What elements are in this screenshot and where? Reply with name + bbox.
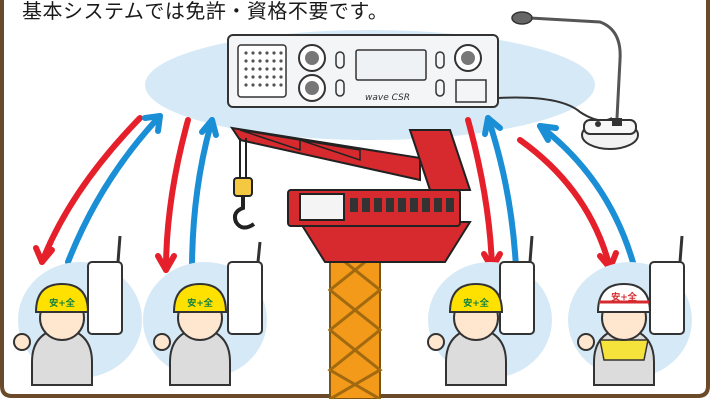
downlink-arrow: [517, 137, 613, 271]
desk-microphone: [511, 11, 639, 150]
handheld-radio: [499, 261, 535, 335]
helmet-label: 安+全: [463, 297, 490, 309]
downlink-arrow: [465, 117, 495, 271]
helmet-label: 安+全: [187, 297, 214, 309]
worker-3: 安+全: [427, 235, 552, 386]
brand-logo: wave CSR: [365, 93, 410, 103]
worker-2: 安+全: [143, 241, 267, 386]
worker-1: 安+全: [13, 235, 142, 386]
helmet-label: 安+全: [49, 297, 76, 309]
crane: [229, 126, 472, 399]
helmet-label: 安+全: [611, 291, 638, 303]
radio-base-unit: wave CSR: [227, 34, 499, 108]
caption-text: 基本システムでは免許・資格不要です。: [22, 0, 389, 23]
handheld-radio: [87, 261, 123, 335]
worker-4: 安+全: [568, 235, 692, 386]
helmet: [172, 282, 228, 313]
hi-vis-vest: [599, 339, 649, 361]
downlink-arrow: [39, 115, 143, 265]
uplink-arrow: [65, 113, 163, 265]
communication-arrows: [33, 113, 637, 273]
handheld-radio: [649, 261, 685, 335]
helmet: [34, 282, 90, 313]
uplink-arrow: [485, 115, 519, 271]
downlink-arrow: [163, 117, 191, 273]
handheld-radio: [227, 261, 263, 335]
uplink-arrow: [189, 117, 215, 273]
uplink-arrow: [537, 123, 637, 269]
helmet: [448, 282, 504, 313]
